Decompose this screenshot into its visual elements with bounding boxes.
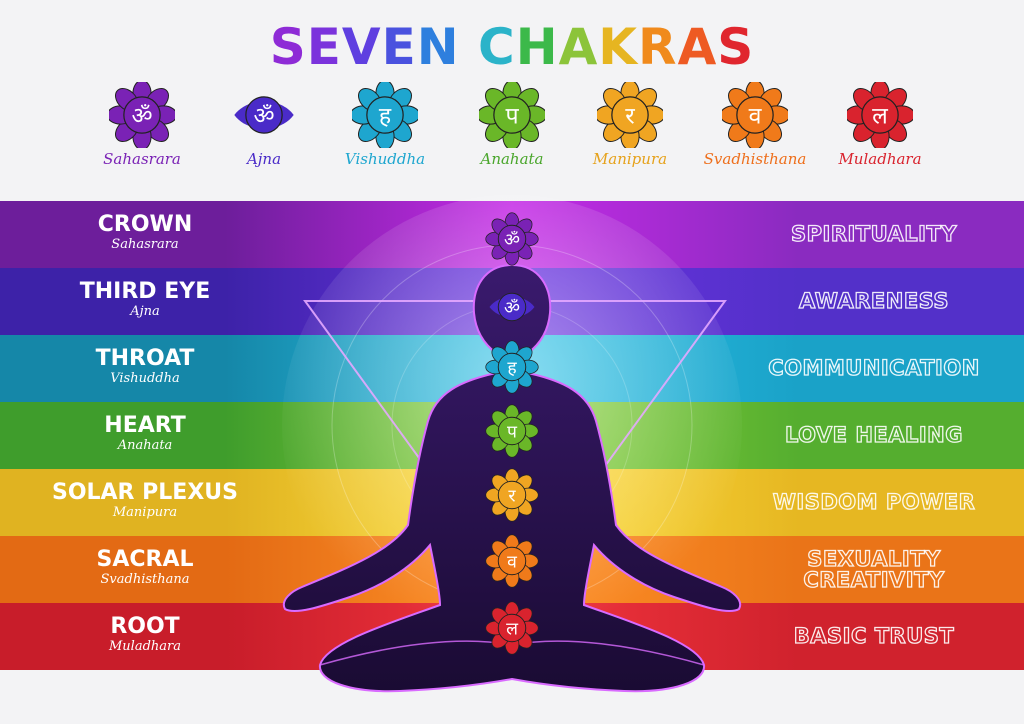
band-quality: WISDOM POWER: [772, 490, 976, 514]
band-sanskrit-name: Sahasrara: [111, 237, 179, 252]
title-letter: [460, 18, 478, 76]
lotus-icon: ॐ: [109, 82, 175, 148]
title-letter: R: [638, 18, 678, 76]
chakra-icon-vishuddha: ह Vishuddha: [325, 82, 445, 168]
chakra-icon-sahasrara: ॐ Sahasrara: [82, 82, 202, 168]
band-sanskrit-name: Svadhisthana: [100, 572, 190, 587]
band-name: HEART: [104, 413, 186, 438]
chakra-icon-manipura: र Manipura: [570, 82, 690, 168]
band-quality: AWARENESS: [798, 289, 950, 313]
title-letter: S: [717, 18, 755, 76]
band-quality: COMMUNICATION: [768, 356, 980, 380]
lotus-icon: र: [597, 82, 663, 148]
chakra-icon-label: Svadhisthana: [703, 150, 807, 168]
band-name: SOLAR PLEXUS: [51, 480, 239, 505]
band-sanskrit-name: Vishuddha: [110, 371, 180, 386]
title-letter: A: [677, 18, 718, 76]
meditating-figure: ॐ ॐ ह प र व ल: [282, 195, 742, 693]
band-name: ROOT: [110, 614, 180, 639]
body-chakra-manipura: र: [485, 468, 539, 522]
chakra-icon-label: Sahasrara: [103, 150, 181, 168]
title-letter: K: [598, 18, 639, 76]
chakra-icon-label: Vishuddha: [344, 150, 426, 168]
page-title: SEVEN CHAKRAS: [0, 18, 1024, 76]
band-sanskrit-name: Manipura: [112, 505, 178, 520]
band-quality: SPIRITUALITY: [790, 222, 958, 246]
chakra-icon-label: Ajna: [246, 150, 282, 168]
chakra-icon-label: Muladhara: [838, 150, 922, 168]
chakra-icon-svadhisthana: व Svadhisthana: [695, 82, 815, 168]
body-chakra-muladhara: ल: [485, 601, 539, 655]
svg-text:र: र: [508, 486, 516, 506]
band-sanskrit-name: Muladhara: [108, 639, 181, 654]
body-chakra-svadhisthana: व: [485, 534, 539, 588]
svg-text:ॐ: ॐ: [253, 103, 274, 129]
body-chakra-sahasrara: ॐ: [485, 212, 539, 266]
chakra-icon-muladhara: ल Muladhara: [820, 82, 940, 168]
eye-lotus-icon: ॐ: [234, 96, 294, 134]
title-letter: H: [515, 18, 559, 76]
chakra-icon-ajna: ॐ Ajna: [204, 82, 324, 168]
band-sanskrit-name: Anahata: [117, 438, 173, 453]
svg-text:ॐ: ॐ: [504, 298, 520, 318]
svg-text:प: प: [507, 422, 518, 442]
svg-text:ल: ल: [872, 103, 888, 129]
band-name: SACRAL: [96, 547, 194, 572]
band-name: CROWN: [97, 212, 193, 237]
title-letter: S: [269, 18, 307, 76]
svg-text:ह: ह: [507, 358, 517, 378]
chakra-icon-row: ॐ Sahasrara ॐ Ajna ह Vishuddha प Anahata र Manipu…: [0, 82, 1024, 182]
svg-text:ह: ह: [379, 103, 392, 129]
band-name: THIRD EYE: [79, 279, 211, 304]
title-letter: A: [558, 18, 599, 76]
svg-text:ल: ल: [506, 619, 519, 639]
lotus-icon: ल: [847, 82, 913, 148]
body-chakra-anahata: प: [485, 404, 539, 458]
svg-text:प: प: [505, 103, 519, 129]
svg-text:ॐ: ॐ: [131, 103, 152, 129]
band-name: THROAT: [95, 346, 195, 371]
title-letter: E: [381, 18, 417, 76]
title-letter: V: [341, 18, 382, 76]
title-letter: E: [306, 18, 342, 76]
chakra-icon-label: Anahata: [480, 150, 544, 168]
lotus-icon: व: [722, 82, 788, 148]
svg-text:व: व: [507, 552, 517, 572]
svg-text:ॐ: ॐ: [504, 230, 520, 250]
chakra-icon-label: Manipura: [592, 150, 668, 168]
band-quality: LOVE HEALING: [784, 423, 963, 447]
body-chakra-ajna: ॐ: [489, 292, 535, 322]
title-letter: N: [416, 18, 460, 76]
band-sanskrit-name: Ajna: [130, 304, 160, 319]
svg-text:व: व: [749, 103, 763, 129]
title-letter: C: [478, 18, 516, 76]
body-chakra-vishuddha: ह: [485, 340, 539, 394]
lotus-icon: ह: [352, 82, 418, 148]
band-quality: BASIC TRUST: [793, 624, 955, 648]
svg-text:र: र: [625, 103, 635, 129]
chakra-icon-anahata: प Anahata: [452, 82, 572, 168]
lotus-icon: प: [479, 82, 545, 148]
